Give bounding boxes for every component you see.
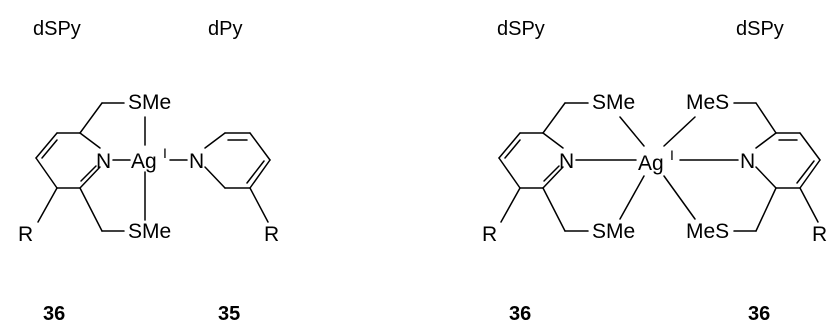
atom-substituent-r-1: R (18, 223, 33, 246)
atom-mes-top: MeS (686, 91, 729, 114)
dspy-ring-left (35, 102, 125, 232)
atom-mes-bottom: MeS (686, 220, 729, 243)
atom-sme-bottom-2: SMe (592, 220, 635, 243)
dspy-ring-right-right (733, 102, 821, 232)
atom-substituent-r-3: R (482, 223, 497, 246)
atom-silver-1: Ag (131, 150, 157, 173)
compound-number-left-2: 35 (218, 303, 240, 325)
label-dpy-left-2: dPy (208, 18, 242, 40)
atom-silver-2: Ag (638, 152, 664, 175)
complex-dspy-ag-dspy: N SMe SMe R Ag I N MeS Me (482, 91, 827, 246)
atom-substituent-r-2: R (264, 223, 279, 246)
atom-nitrogen-1: N (96, 150, 111, 173)
complex-dspy-ag-dpy: N SMe SMe R Ag I N R (18, 91, 279, 246)
atom-nitrogen-3: N (559, 150, 574, 173)
atom-nitrogen-2: N (189, 150, 204, 173)
label-dspy-right-2: dSPy (736, 18, 784, 40)
atom-sme-top-2: SMe (592, 91, 635, 114)
compound-number-right-2: 36 (748, 303, 770, 325)
oxidation-state-1: I (163, 145, 167, 161)
atom-substituent-r-4: R (812, 223, 827, 246)
dspy-ring-right-left (498, 102, 589, 232)
label-dspy-left-1: dSPy (33, 18, 81, 40)
label-dspy-right-1: dSPy (497, 18, 545, 40)
compound-number-left-1: 36 (43, 303, 65, 325)
atom-sme-bottom-1: SMe (128, 220, 171, 243)
atom-nitrogen-4: N (740, 150, 755, 173)
dpy-ring (204, 132, 271, 223)
oxidation-state-2: I (670, 147, 674, 163)
atom-sme-top-1: SMe (128, 91, 171, 114)
compound-number-right-1: 36 (509, 303, 531, 325)
